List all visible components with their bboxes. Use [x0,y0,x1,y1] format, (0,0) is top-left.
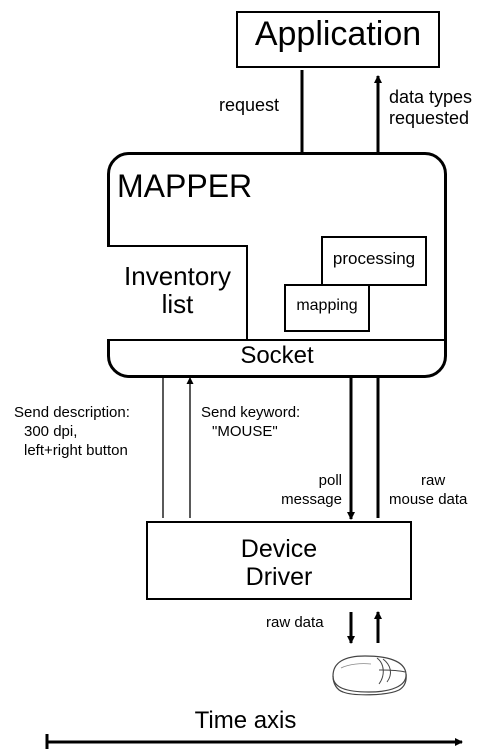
device-driver-label-line2: Driver [245,563,313,591]
inventory-label-line1: Inventory [124,261,231,291]
inventory-list-box [107,245,248,341]
mapping-label: mapping [296,297,358,314]
data-types-label-line1: data types [389,87,473,107]
send-keyword-label-line2: "MOUSE" [212,423,278,440]
processing-box [321,236,427,286]
socket-divider [109,339,445,341]
mapping-box [284,284,370,332]
request-label: request [219,95,280,115]
raw-mouse-data-label-line2: mouse data [389,491,468,508]
mouse-icon [332,655,407,696]
poll-message-label-line1: poll [318,472,342,489]
send-description-label-line2: 300 dpi, [24,423,78,440]
raw-data-label: raw data [266,614,324,631]
raw-mouse-data-label-line1: raw [421,472,446,489]
send-description-label-line3: left+right button [24,442,128,459]
socket-label: Socket [240,342,314,369]
inventory-label-line2: list [161,289,194,319]
processing-label: processing [332,249,416,268]
mapper-title: MAPPER [117,168,253,204]
application-box [236,11,440,68]
data-types-label-line2: requested [389,108,470,128]
application-label: Application [254,15,422,53]
device-driver-label-line1: Device [240,535,318,563]
send-description-label-line1: Send description: [14,404,130,421]
poll-message-label-line2: message [281,491,342,508]
device-driver-box [146,521,412,600]
send-keyword-label-line1: Send keyword: [201,404,301,421]
time-axis-label: Time axis [194,707,297,734]
